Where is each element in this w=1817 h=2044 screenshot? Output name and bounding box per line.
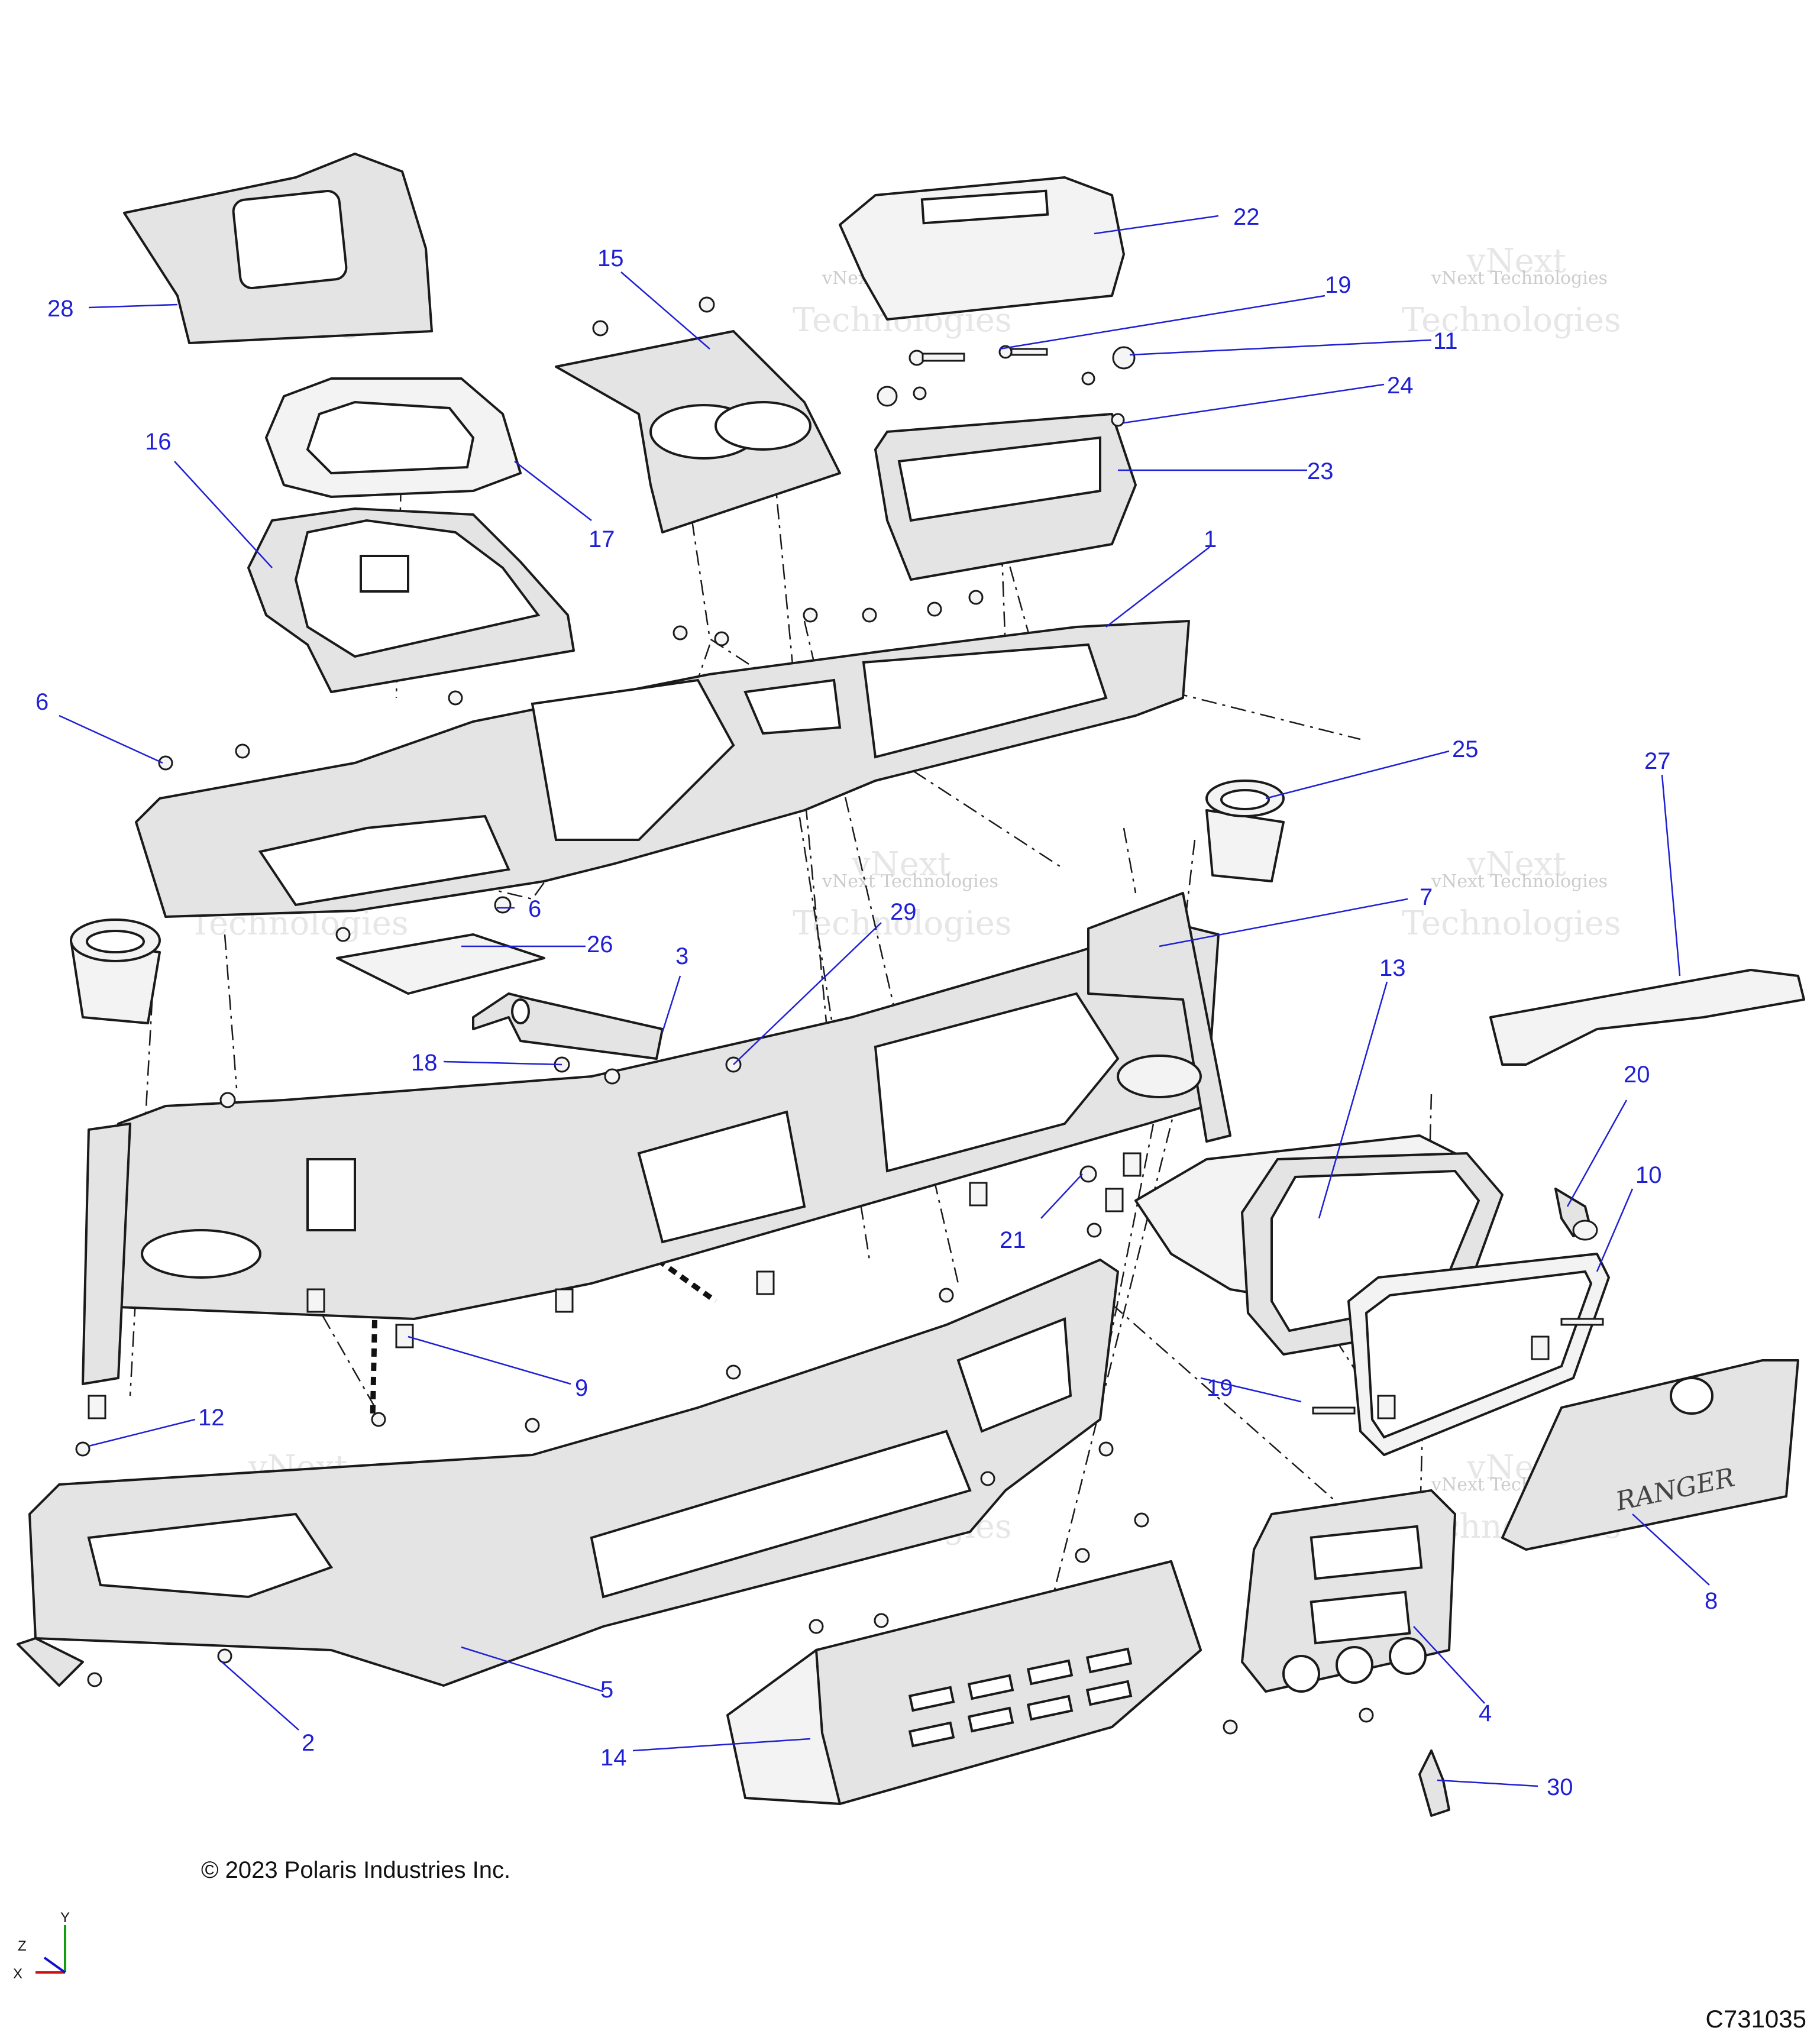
svg-text:Technologies: Technologies — [1402, 301, 1621, 339]
callout-15: 15 — [597, 245, 624, 271]
callout-7: 7 — [1420, 884, 1433, 910]
svg-text:vNext: vNext — [1466, 242, 1566, 280]
copyright-notice: © 2023 Polaris Industries Inc. — [201, 1857, 511, 1883]
callout-21: 21 — [1000, 1227, 1026, 1253]
callout-20: 20 — [1624, 1062, 1650, 1088]
callout-11: 11 — [1433, 328, 1458, 354]
axis-z-line — [43, 1956, 66, 1974]
part-20-latch — [1554, 1188, 1598, 1241]
callout-17: 17 — [589, 526, 615, 552]
part-28-gauge-hood — [123, 153, 433, 344]
axis-x-label: X — [13, 1966, 22, 1982]
part-3-bracket — [472, 992, 664, 1060]
callout-25: 25 — [1452, 736, 1479, 762]
callout-6a: 6 — [35, 689, 49, 715]
part-5-lower-dash — [17, 1259, 1119, 1687]
part-7-dash-frame — [82, 892, 1231, 1385]
callout-23: 23 — [1307, 458, 1334, 484]
callout-3: 3 — [675, 943, 688, 969]
svg-text:vNext Technologies: vNext Technologies — [1431, 268, 1608, 289]
part-10-display-bezel-ring — [1347, 1253, 1610, 1456]
callout-18: 18 — [411, 1050, 438, 1076]
part-26-plate — [336, 933, 545, 995]
svg-text:vNext Technologies: vNext Technologies — [1431, 871, 1608, 892]
callout-13: 13 — [1379, 955, 1406, 981]
part-4-switch-panel — [1241, 1489, 1456, 1693]
callout-6b: 6 — [528, 896, 541, 922]
callout-5: 5 — [600, 1677, 613, 1703]
callout-12: 12 — [198, 1405, 225, 1431]
part-25-cupholder-insert-right — [1205, 780, 1285, 882]
axis-z-label: Z — [18, 1938, 27, 1954]
callout-24: 24 — [1387, 373, 1414, 399]
callout-14: 14 — [600, 1745, 627, 1771]
callout-26: 26 — [587, 932, 613, 958]
callout-29: 29 — [890, 899, 917, 925]
part-8-glovebox-door: RANGER — [1501, 1359, 1799, 1551]
part-16-cluster-bezel-rear — [247, 507, 575, 693]
part-1-upper-dash — [135, 590, 1190, 942]
part-27-trim-strip — [1489, 969, 1805, 1066]
callout-16: 16 — [145, 429, 172, 455]
part-22-glovebox-lid — [839, 176, 1125, 321]
fasteners-lower — [75, 1056, 1604, 1735]
watermark-mid-center: vNext Technologies vNext Technologies — [793, 845, 1012, 943]
callout-2: 2 — [302, 1730, 315, 1756]
part-23-glovebox-bin — [874, 413, 1137, 581]
axis-triad: X Y Z — [13, 1910, 70, 1982]
part-14-lower-vent-panel — [726, 1560, 1202, 1805]
callout-9: 9 — [575, 1375, 588, 1401]
cupholder-insert-left — [70, 918, 161, 1024]
watermark-top-right: vNext Technologies vNext Technologies — [1402, 242, 1621, 339]
callout-22: 22 — [1233, 204, 1260, 230]
callout-28: 28 — [47, 296, 74, 322]
svg-text:Technologies: Technologies — [1402, 904, 1621, 943]
callout-4: 4 — [1479, 1700, 1492, 1726]
part-30-clip — [1418, 1749, 1450, 1817]
leader-lines — [59, 215, 1710, 1787]
fasteners-upper — [877, 345, 1136, 427]
figure-id: C731035 — [1705, 2005, 1806, 2033]
callout-19a: 19 — [1325, 272, 1352, 298]
axis-y-label: Y — [60, 1910, 70, 1926]
part-15-cupholder-tray — [555, 296, 841, 533]
svg-text:vNext: vNext — [851, 845, 951, 884]
callout-8: 8 — [1705, 1588, 1718, 1614]
callout-labels: 1 2 3 4 5 6 6 7 8 9 10 11 12 13 14 15 16… — [35, 204, 1718, 1800]
watermark-mid-right: vNext Technologies vNext Technologies — [1402, 845, 1621, 943]
callout-1: 1 — [1204, 526, 1217, 552]
callout-19b: 19 — [1207, 1375, 1233, 1401]
svg-text:Technologies: Technologies — [793, 904, 1012, 943]
callout-10: 10 — [1635, 1162, 1662, 1188]
callout-30: 30 — [1547, 1774, 1573, 1800]
svg-text:vNext Technologies: vNext Technologies — [822, 871, 998, 892]
callout-27: 27 — [1644, 748, 1671, 774]
part-17-cluster-bezel-front — [265, 377, 522, 498]
svg-text:vNext: vNext — [1466, 845, 1566, 884]
